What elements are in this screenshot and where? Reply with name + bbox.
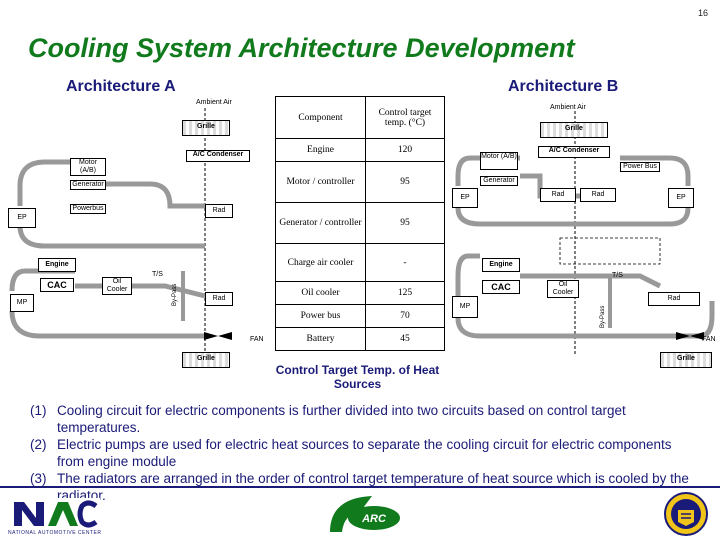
- table-cell-component: Power bus: [275, 304, 366, 328]
- table-cell-component: Motor / controller: [275, 161, 366, 203]
- table-cell-temp: 125: [365, 281, 445, 305]
- rad-lower-box-b: Rad: [648, 292, 700, 306]
- rad-left-box: Rad: [540, 188, 576, 202]
- nrec-logo: [8, 498, 100, 528]
- table-cell-component: Charge air cooler: [275, 243, 366, 282]
- ac-condenser-box-b: A/C Condenser: [538, 146, 610, 158]
- table-cell-temp: 95: [365, 161, 445, 203]
- university-seal: [664, 492, 708, 536]
- arc-text: ARC: [361, 513, 387, 525]
- ac-condenser-box: A/C Condenser: [186, 150, 250, 162]
- architecture-a-diagram: Ambient Air Grille A/C Condenser Motor (…: [0, 96, 270, 386]
- motor-box-b: Motor (A/B): [480, 152, 518, 170]
- generator-box-b: Generator: [480, 176, 518, 186]
- nrec-text: NATIONAL AUTOMOTIVE CENTER: [8, 530, 102, 536]
- architecture-b-diagram: Ambient Air Grille A/C Condenser Motor (…: [450, 96, 720, 386]
- table-cell-component: Oil cooler: [275, 281, 366, 305]
- table-cell-component: Engine: [275, 138, 366, 162]
- slide-title: Cooling System Architecture Development: [28, 33, 575, 63]
- ep-pump-left: EP: [452, 188, 478, 208]
- architecture-b-label: Architecture B: [508, 78, 619, 95]
- table-cell-temp: 45: [365, 327, 445, 351]
- table-row: Battery 45: [275, 327, 445, 351]
- note-item: (2) Electric pumps are used for electric…: [30, 436, 690, 470]
- fan-label: FAN: [250, 336, 264, 343]
- fan-label-b: FAN: [702, 336, 716, 343]
- architecture-a-label: Architecture A: [66, 78, 176, 95]
- cac-box: CAC: [40, 278, 74, 292]
- table-row: Power bus 70: [275, 304, 445, 328]
- table-cell-temp: 120: [365, 138, 445, 162]
- footer-divider: [0, 486, 720, 488]
- table-row: Motor / controller 95: [275, 161, 445, 203]
- rad-right-box: Rad: [580, 188, 616, 202]
- ambient-air-label-b: Ambient Air: [550, 104, 586, 111]
- table-cell-temp: -: [365, 243, 445, 282]
- ep-pump: EP: [8, 208, 36, 228]
- note-number: (2): [30, 437, 47, 452]
- powerbus-box: Powerbus: [70, 204, 106, 214]
- table-header-component: Component: [275, 96, 366, 139]
- ep-pump-right: EP: [668, 188, 694, 208]
- ts-label: T/S: [152, 271, 163, 278]
- oil-cooler-box-b: Oil Cooler: [547, 280, 579, 298]
- table-row: Oil cooler 125: [275, 281, 445, 305]
- rad-upper-box: Rad: [205, 204, 233, 218]
- bypass-label: By-Pass: [172, 283, 178, 306]
- table-cell-component: Battery: [275, 327, 366, 351]
- grille-bottom: Grille: [182, 352, 230, 368]
- table-row: Charge air cooler -: [275, 243, 445, 282]
- table-header-row: Component Control target temp. (°C): [275, 96, 445, 139]
- table-row: Engine 120: [275, 138, 445, 162]
- note-text: Electric pumps are used for electric hea…: [57, 437, 672, 469]
- grille-top: Grille: [182, 120, 230, 136]
- note-number: (3): [30, 471, 47, 486]
- mp-pump: MP: [10, 294, 34, 312]
- table-cell-component: Generator / controller: [275, 202, 366, 244]
- note-number: (1): [30, 403, 47, 418]
- notes-list: (1) Cooling circuit for electric compone…: [30, 402, 690, 504]
- table-header-temp: Control target temp. (°C): [365, 96, 445, 139]
- arc-logo: ARC: [330, 496, 400, 532]
- motor-box: Motor (A/B): [70, 158, 106, 176]
- table-cell-temp: 70: [365, 304, 445, 328]
- ambient-air-label: Ambient Air: [196, 99, 232, 106]
- generator-box: Generator: [70, 180, 106, 190]
- table-caption: Control Target Temp. of Heat Sources: [275, 363, 440, 391]
- grille-top-b: Grille: [540, 122, 608, 138]
- bypass-label-b: By-Pass: [600, 305, 606, 328]
- architecture-a-lines: [9, 108, 232, 364]
- grille-bottom-b: Grille: [660, 352, 712, 368]
- note-item: (1) Cooling circuit for electric compone…: [30, 402, 690, 436]
- note-item: (3) The radiators are arranged in the or…: [30, 470, 690, 504]
- engine-box-b: Engine: [482, 258, 520, 272]
- table-cell-temp: 95: [365, 202, 445, 244]
- note-text: Cooling circuit for electric components …: [57, 403, 626, 435]
- page-number: 16: [697, 8, 708, 18]
- engine-box: Engine: [38, 258, 76, 272]
- powerbus-box-b: Power Bus: [620, 162, 660, 172]
- temperature-table: Component Control target temp. (°C) Engi…: [275, 96, 445, 351]
- table-row: Generator / controller 95: [275, 202, 445, 244]
- rad-lower-box: Rad: [205, 292, 233, 306]
- architecture-b-lines: [455, 111, 715, 354]
- cac-box-b: CAC: [482, 280, 520, 294]
- ts-label-b: T/S: [612, 272, 623, 279]
- mp-pump-b: MP: [452, 296, 478, 318]
- oil-cooler-box: Oil Cooler: [102, 277, 132, 295]
